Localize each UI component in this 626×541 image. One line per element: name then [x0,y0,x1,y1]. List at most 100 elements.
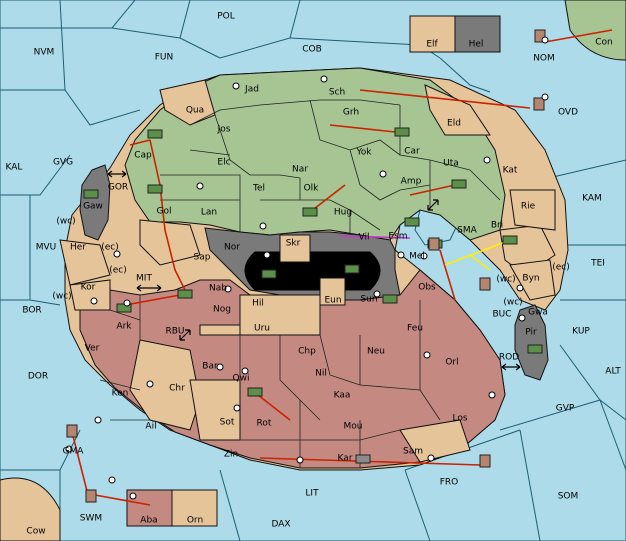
sea-label-nom: NOM [533,54,555,64]
land-label-nab: Nab [209,284,227,294]
land-label-bar: Bar [202,362,218,372]
land-label-qwi: Qwi [233,374,250,384]
sea-label-kup: KUP [572,327,590,337]
sea-label-bor: BOR [22,306,41,316]
sea-label-gvg: GVG [53,158,73,168]
sea-label-dax: DAX [271,520,290,530]
land-label-gol: Gol [157,207,172,217]
land-label-jos: Jos [217,125,231,135]
land-label-aba: Aba [140,516,157,526]
land-label-kor: Kor [81,283,96,293]
land-label-vil: Vil [359,233,370,243]
sea-label-kal: KAL [6,163,23,173]
sea-label-cow: Cow [26,527,45,537]
land-label-mou: Mou [344,422,363,432]
land-label-hel: Hel [469,40,484,50]
land-label-sot: Sot [220,418,235,428]
land-label-nog: Nog [213,305,231,315]
land-label-nor: Nor [224,243,240,253]
land-label-ver: Ver [85,344,100,354]
land-label-sun: Sun [360,295,377,305]
land-label-her: Her [70,243,86,253]
land-label-ost: Ost [316,257,332,267]
land-box-elf [409,15,456,53]
land-label-chr: Chr [169,384,185,394]
land-label-grh: Grh [343,108,359,118]
land-label-zin: Zin [224,450,238,460]
sea-label-tei: TEI [590,259,605,269]
black-center [244,251,381,291]
sea-label-buc: BUC [492,310,511,320]
land-label-mel: Mel [409,252,425,262]
land-labels: Elf Hel Jad Sch Qua Jos Grh Car Eld Cap … [70,40,548,526]
sea-label-som: SOM [558,492,579,502]
sea-label-ovd: OVD [558,108,578,118]
land-label-kaa: Kaa [334,391,351,401]
land-label-chp: Chp [298,347,316,357]
land-label-gwa: Gwa [528,308,548,318]
land-label-amp: Amp [401,177,422,187]
land-label-elf: Elf [426,40,438,50]
land-label-ark: Ark [116,322,132,332]
land-label-eun: Eun [324,296,341,306]
land-label-gaw: Gaw [83,202,103,212]
land-label-obs: Obs [418,283,436,293]
land-box-orn [171,489,218,527]
coast-tags: (wc) (ec) (ec) (wc) (wc) (ec) (wc) [52,217,569,308]
land-label-qua: Qua [186,106,204,116]
land-label-byn: Byn [522,274,539,284]
land-label-los: Los [452,414,467,424]
land-label-tel: Tel [252,184,265,194]
land-label-orn: Orn [187,516,203,526]
sea-label-fun: FUN [155,53,174,63]
coast-tag-byn-ec: (ec) [552,263,570,273]
north-region [124,67,506,241]
land-label-rie: Rie [521,202,536,212]
sea-label-fro: FRO [440,478,459,488]
land-label-elc: Elc [217,158,230,168]
land-label-cap: Cap [134,151,152,161]
sea-label-alt: ALT [605,367,621,377]
land-label-bri: Bri [491,221,503,231]
island-pir [514,304,549,381]
corner-land-cow [0,477,61,541]
units [66,29,546,503]
sea-label-gvp: GVP [556,404,575,414]
sea-label-dor: DOR [28,372,48,382]
land-label-hil: Hil [252,299,264,309]
coast-tag-byn-wc: (wc) [496,275,515,285]
order-arrows [71,29,613,506]
land-label-orl: Orl [445,358,458,368]
sea-label-nvm: NVM [34,48,55,58]
sea-label-kam: KAM [582,194,602,204]
land-label-lan: Lan [201,208,217,218]
land-label-nar: Nar [292,165,308,175]
land-label-uta: Uta [443,159,459,169]
land-label-hug: Hug [334,208,352,218]
land-label-skr: Skr [286,239,301,249]
land-label-jad: Jad [244,85,259,95]
sea-label-rbu: RBU [165,327,184,337]
island-gaw [79,164,111,241]
canal-markers [107,170,521,371]
province-borders [99,99,501,468]
coast-tag-kor-ec: (ec) [109,266,127,276]
land-label-ken: Ken [112,389,129,399]
land-label-ail: Ail [145,422,156,432]
sea-label-cob: COB [302,45,322,55]
land-label-sap: Sap [194,253,211,263]
land-label-kat: Kat [503,166,518,176]
land-label-esm: Esm [388,232,407,242]
sea-labels: POL NVM FUN COB NOM Con OVD KAL GVG GOR … [6,12,622,537]
coast-tag-kor-wc: (wc) [52,292,71,302]
land-label-rot: Rot [257,419,272,429]
land-box-hel [454,15,501,53]
coast-tag-her-ec: (ec) [101,243,119,253]
land-label-web: Web [285,273,305,283]
sea-label-mit: MIT [136,274,152,284]
land-label-pir: Pir [525,328,537,338]
land-label-yok: Yok [355,148,372,158]
sea-label-swm: SWM [80,514,102,524]
sea-label-gor: GOR [108,183,128,193]
